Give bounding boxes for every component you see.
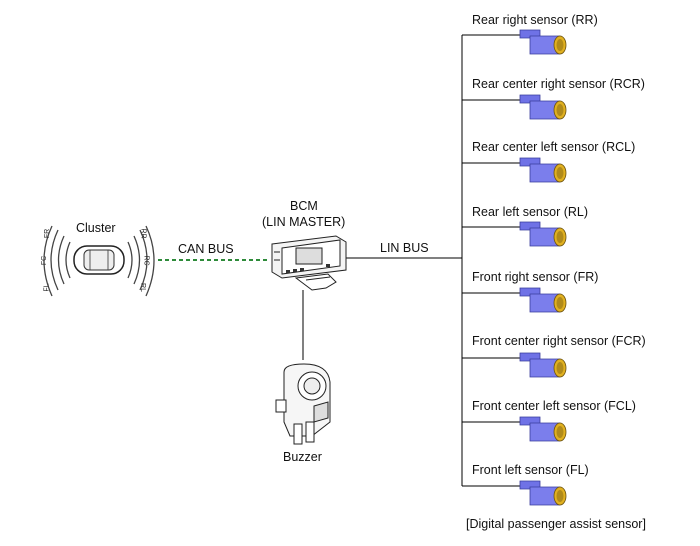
cluster-label: Cluster xyxy=(76,221,116,235)
sensor-label-fr: Front right sensor (FR) xyxy=(472,270,599,284)
cluster-zone-rr: RR xyxy=(139,228,147,239)
sensor-icon-fcr xyxy=(519,352,567,378)
bcm-sublabel: (LIN MASTER) xyxy=(262,215,346,229)
bcm-label: BCM xyxy=(290,199,318,213)
sensor-icon-rr xyxy=(519,29,567,55)
sensor-branches xyxy=(462,34,520,487)
cluster-icon xyxy=(43,225,155,297)
sensor-label-rr: Rear right sensor (RR) xyxy=(472,13,598,27)
sensor-icon-fr xyxy=(519,287,567,313)
sensor-label-rcl: Rear center left sensor (RCL) xyxy=(472,140,636,154)
buzzer-label: Buzzer xyxy=(283,450,322,464)
sensor-label-fcl: Front center left sensor (FCL) xyxy=(472,399,636,413)
cluster-zone-rl: RL xyxy=(138,283,146,292)
sensor-label-fcr: Front center right sensor (FCR) xyxy=(472,334,646,348)
can-bus-label: CAN BUS xyxy=(178,242,234,256)
cluster-zone-rc: RC xyxy=(142,255,150,266)
sensor-icon-rcr xyxy=(519,94,567,120)
cluster-zone-fc: FC xyxy=(41,255,49,266)
sensor-label-fl: Front left sensor (FL) xyxy=(472,463,589,477)
sensor-label-rl: Rear left sensor (RL) xyxy=(472,205,589,219)
cluster-zone-fl: FL xyxy=(43,283,51,292)
sensor-icon-fcl xyxy=(519,416,567,442)
sensor-icon-fl xyxy=(519,480,567,506)
bcm-module-icon xyxy=(271,235,347,291)
buzzer-icon xyxy=(275,363,331,445)
cluster-zone-fr: FR xyxy=(44,228,52,239)
sensor-label-rcr: Rear center right sensor (RCR) xyxy=(472,77,645,91)
lin-bus-label: LIN BUS xyxy=(380,241,429,255)
sensor-icon-rcl xyxy=(519,157,567,183)
diagram-caption: [Digital passenger assist sensor] xyxy=(466,517,646,531)
sensor-icon-rl xyxy=(519,221,567,247)
